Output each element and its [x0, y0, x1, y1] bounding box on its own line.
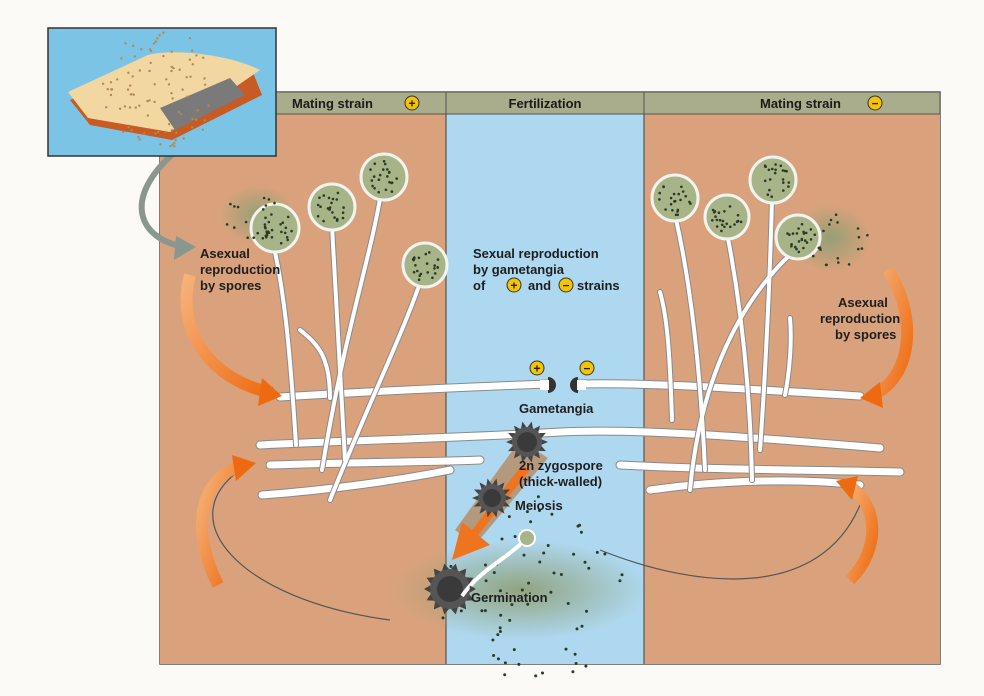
sexual-minus-label: − — [562, 279, 569, 293]
header-left-sign: + — [408, 97, 415, 111]
zygospore-label-line1: 2n zygospore — [519, 458, 603, 473]
header-center-label: Fertilization — [509, 96, 582, 111]
gametangium-minus-label: − — [583, 362, 590, 376]
header-right-label: Mating strain — [760, 96, 841, 111]
gametangium-plus-label: + — [533, 362, 540, 376]
sexual-repro-line3-pre: of — [473, 278, 486, 293]
gametangia-label: Gametangia — [519, 401, 594, 416]
asexual-left-line1: Asexual — [200, 246, 250, 261]
asexual-left-line3: by spores — [200, 278, 261, 293]
sexual-plus-label: + — [510, 279, 517, 293]
sexual-repro-line3-mid: and — [528, 278, 551, 293]
moldy-bread-inset — [48, 28, 276, 156]
sexual-repro-line3-post: strains — [577, 278, 620, 293]
germination-label: Germination — [471, 590, 548, 605]
asexual-right-line3: by spores — [835, 327, 896, 342]
sexual-repro-line1: Sexual reproduction — [473, 246, 599, 261]
header-right-sign: − — [871, 97, 878, 111]
zygospore — [512, 427, 542, 457]
zygospore-label-line2: (thick-walled) — [519, 474, 602, 489]
sexual-repro-line2: by gametangia — [473, 262, 565, 277]
meiosis-label: Meiosis — [515, 498, 563, 513]
meiosis-zygospore — [478, 484, 506, 512]
asexual-right-line1: Asexual — [838, 295, 888, 310]
asexual-left-line2: reproduction — [200, 262, 280, 277]
asexual-right-line2: reproduction — [820, 311, 900, 326]
header-left-label: Mating strain — [292, 96, 373, 111]
